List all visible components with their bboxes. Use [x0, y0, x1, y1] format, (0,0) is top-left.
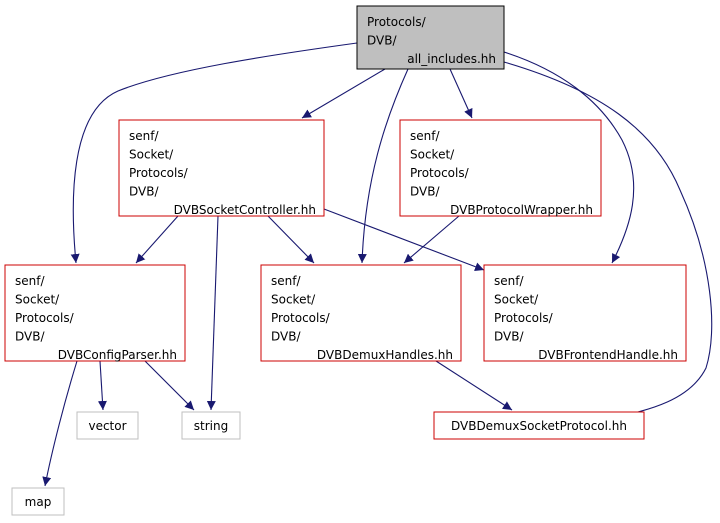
edge-all_includes-to-dvb_socket_controller [301, 68, 386, 119]
edge-all_includes-to-dvb_config_parser [70, 42, 358, 264]
node-label-line: DVBDemuxSocketProtocol.hh [451, 419, 627, 433]
node-label-line: Socket/ [410, 148, 455, 162]
edge-dvb_config_parser-to-string [144, 360, 195, 411]
node-box-dvb_socket_controller [118, 119, 325, 217]
node-box-vector [76, 411, 139, 440]
node-label-line: Socket/ [271, 293, 316, 307]
node-label-line: DVBProtocolWrapper.hh [450, 203, 593, 217]
node-label-line: senf/ [494, 274, 524, 288]
node-box-map [11, 487, 65, 516]
node-box-dvb_frontend_handle [483, 264, 687, 362]
node-label-line: Protocols/ [15, 311, 75, 325]
node-label-line: Socket/ [494, 293, 539, 307]
edge-dvb_socket_controller-to-string [206, 215, 219, 411]
node-label-line: DVB/ [494, 330, 524, 344]
node-label-line: DVB/ [410, 185, 440, 199]
edge-all_includes-to-dvb_frontend_handle [503, 51, 635, 264]
node-label-line: senf/ [129, 129, 159, 143]
node-label-line: DVB/ [271, 330, 301, 344]
node-label-line: DVBSocketController.hh [174, 203, 316, 217]
node-dvb_demux_socket_protocol[interactable]: DVBDemuxSocketProtocol.hh [433, 411, 645, 440]
node-label-line: senf/ [15, 274, 45, 288]
node-dvb_protocol_wrapper[interactable]: senf/Socket/Protocols/DVB/DVBProtocolWra… [399, 119, 602, 217]
node-all_includes[interactable]: Protocols/DVB/all_includes.hh [356, 5, 505, 70]
edges [42, 42, 713, 487]
node-label-line: all_includes.hh [407, 52, 496, 66]
edge-dvb_socket_controller-to-dvb_frontend_handle [323, 208, 485, 271]
node-box-dvb_demux_socket_protocol [433, 411, 645, 440]
node-box-dvb_demux_handles [260, 264, 462, 362]
node-vector: vector [76, 411, 139, 440]
node-label-line: senf/ [271, 274, 301, 288]
node-dvb_demux_handles[interactable]: senf/Socket/Protocols/DVB/DVBDemuxHandle… [260, 264, 462, 362]
node-label-line: Protocols/ [494, 311, 554, 325]
node-string: string [181, 411, 241, 440]
node-label-line: DVB/ [129, 185, 159, 199]
edge-dvb_socket_controller-to-dvb_config_parser [135, 215, 179, 264]
node-label-line: Socket/ [15, 293, 60, 307]
node-label-line: string [194, 419, 228, 433]
node-label-line: DVB/ [367, 34, 397, 48]
node-label-line: senf/ [410, 129, 440, 143]
node-box-all_includes [356, 5, 505, 70]
node-box-string [181, 411, 241, 440]
node-label-line: Protocols/ [410, 166, 470, 180]
edge-dvb_demux_handles-to-dvb_demux_socket_protocol [435, 360, 513, 411]
node-label-line: DVBDemuxHandles.hh [317, 348, 453, 362]
node-label-line: Protocols/ [129, 166, 189, 180]
edge-all_includes-to-dvb_protocol_wrapper [449, 68, 473, 119]
node-label-line: Protocols/ [271, 311, 331, 325]
node-dvb_frontend_handle[interactable]: senf/Socket/Protocols/DVB/DVBFrontendHan… [483, 264, 687, 362]
edge-dvb_socket_controller-to-dvb_demux_handles [267, 215, 315, 264]
node-label-line: DVBConfigParser.hh [58, 348, 177, 362]
node-label-line: map [25, 495, 52, 509]
node-label-line: vector [88, 419, 126, 433]
node-label-line: Protocols/ [367, 15, 427, 29]
node-map: map [11, 487, 65, 516]
node-label-line: DVBFrontendHandle.hh [538, 348, 678, 362]
edge-all_includes-to-dvb_demux_socket_protocol [503, 61, 713, 421]
edge-dvb_protocol_wrapper-to-dvb_demux_handles [403, 215, 460, 264]
node-label-line: DVB/ [15, 330, 45, 344]
edge-dvb_config_parser-to-map [42, 360, 78, 487]
nodes: Protocols/DVB/all_includes.hh senf/Socket… [4, 5, 687, 516]
node-dvb_socket_controller[interactable]: senf/Socket/Protocols/DVB/DVBSocketContr… [118, 119, 325, 217]
node-dvb_config_parser[interactable]: senf/Socket/Protocols/DVB/DVBConfigParse… [4, 264, 186, 362]
node-box-dvb_protocol_wrapper [399, 119, 602, 217]
node-box-dvb_config_parser [4, 264, 186, 362]
edge-all_includes-to-dvb_demux_handles [357, 68, 409, 264]
edge-dvb_config_parser-to-vector [97, 360, 107, 411]
node-label-line: Socket/ [129, 148, 174, 162]
